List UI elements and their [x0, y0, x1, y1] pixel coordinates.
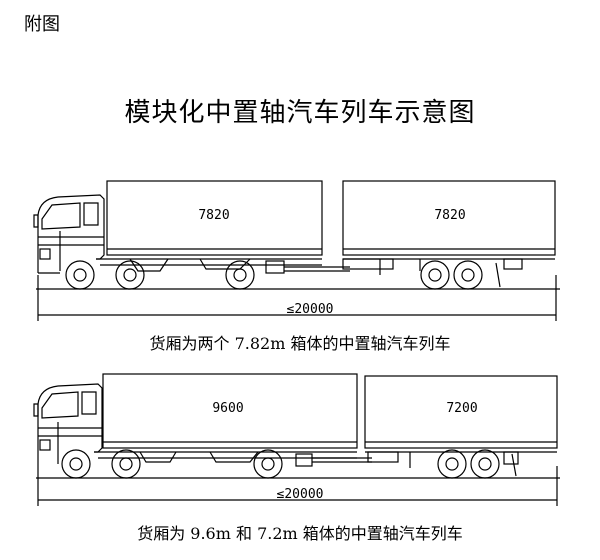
- figure-label: 附图: [24, 14, 60, 35]
- overall-length-label: ≤20000: [277, 487, 324, 502]
- trailer-wheel-1: [437, 449, 467, 479]
- truck-mid-wheel: [111, 449, 141, 479]
- trailer-wheel-1: [420, 260, 450, 290]
- tractor-cab: [33, 383, 103, 466]
- rear-box-length-label: 7200: [446, 401, 477, 416]
- overall-length-label: ≤20000: [287, 302, 334, 317]
- caption-1: 货厢为两个 7.82m 箱体的中置轴汽车列车: [149, 334, 451, 353]
- trailer-wheel-2: [453, 260, 483, 290]
- front-box-length-label: 7820: [198, 208, 229, 223]
- front-cargo-box: [106, 180, 323, 256]
- truck-diagram-2: 9600 7200 ≤20000: [33, 373, 560, 506]
- truck-diagram-1: 7820 7820 ≤20000: [33, 180, 560, 321]
- rear-cargo-box: [342, 180, 556, 256]
- front-cargo-box: [102, 373, 358, 449]
- trailer-wheel-2: [470, 449, 500, 479]
- truck-rear-wheel: [253, 449, 283, 479]
- front-box-length-label: 9600: [212, 401, 243, 416]
- truck-front-wheel: [61, 449, 91, 479]
- tractor-cab: [33, 194, 105, 274]
- truck-front-wheel: [65, 260, 95, 290]
- rear-cargo-box: [364, 375, 558, 449]
- caption-2: 货厢为 9.6m 和 7.2m 箱体的中置轴汽车列车: [137, 524, 463, 543]
- diagram-title: 模块化中置轴汽车列车示意图: [124, 98, 476, 128]
- rear-box-length-label: 7820: [434, 208, 465, 223]
